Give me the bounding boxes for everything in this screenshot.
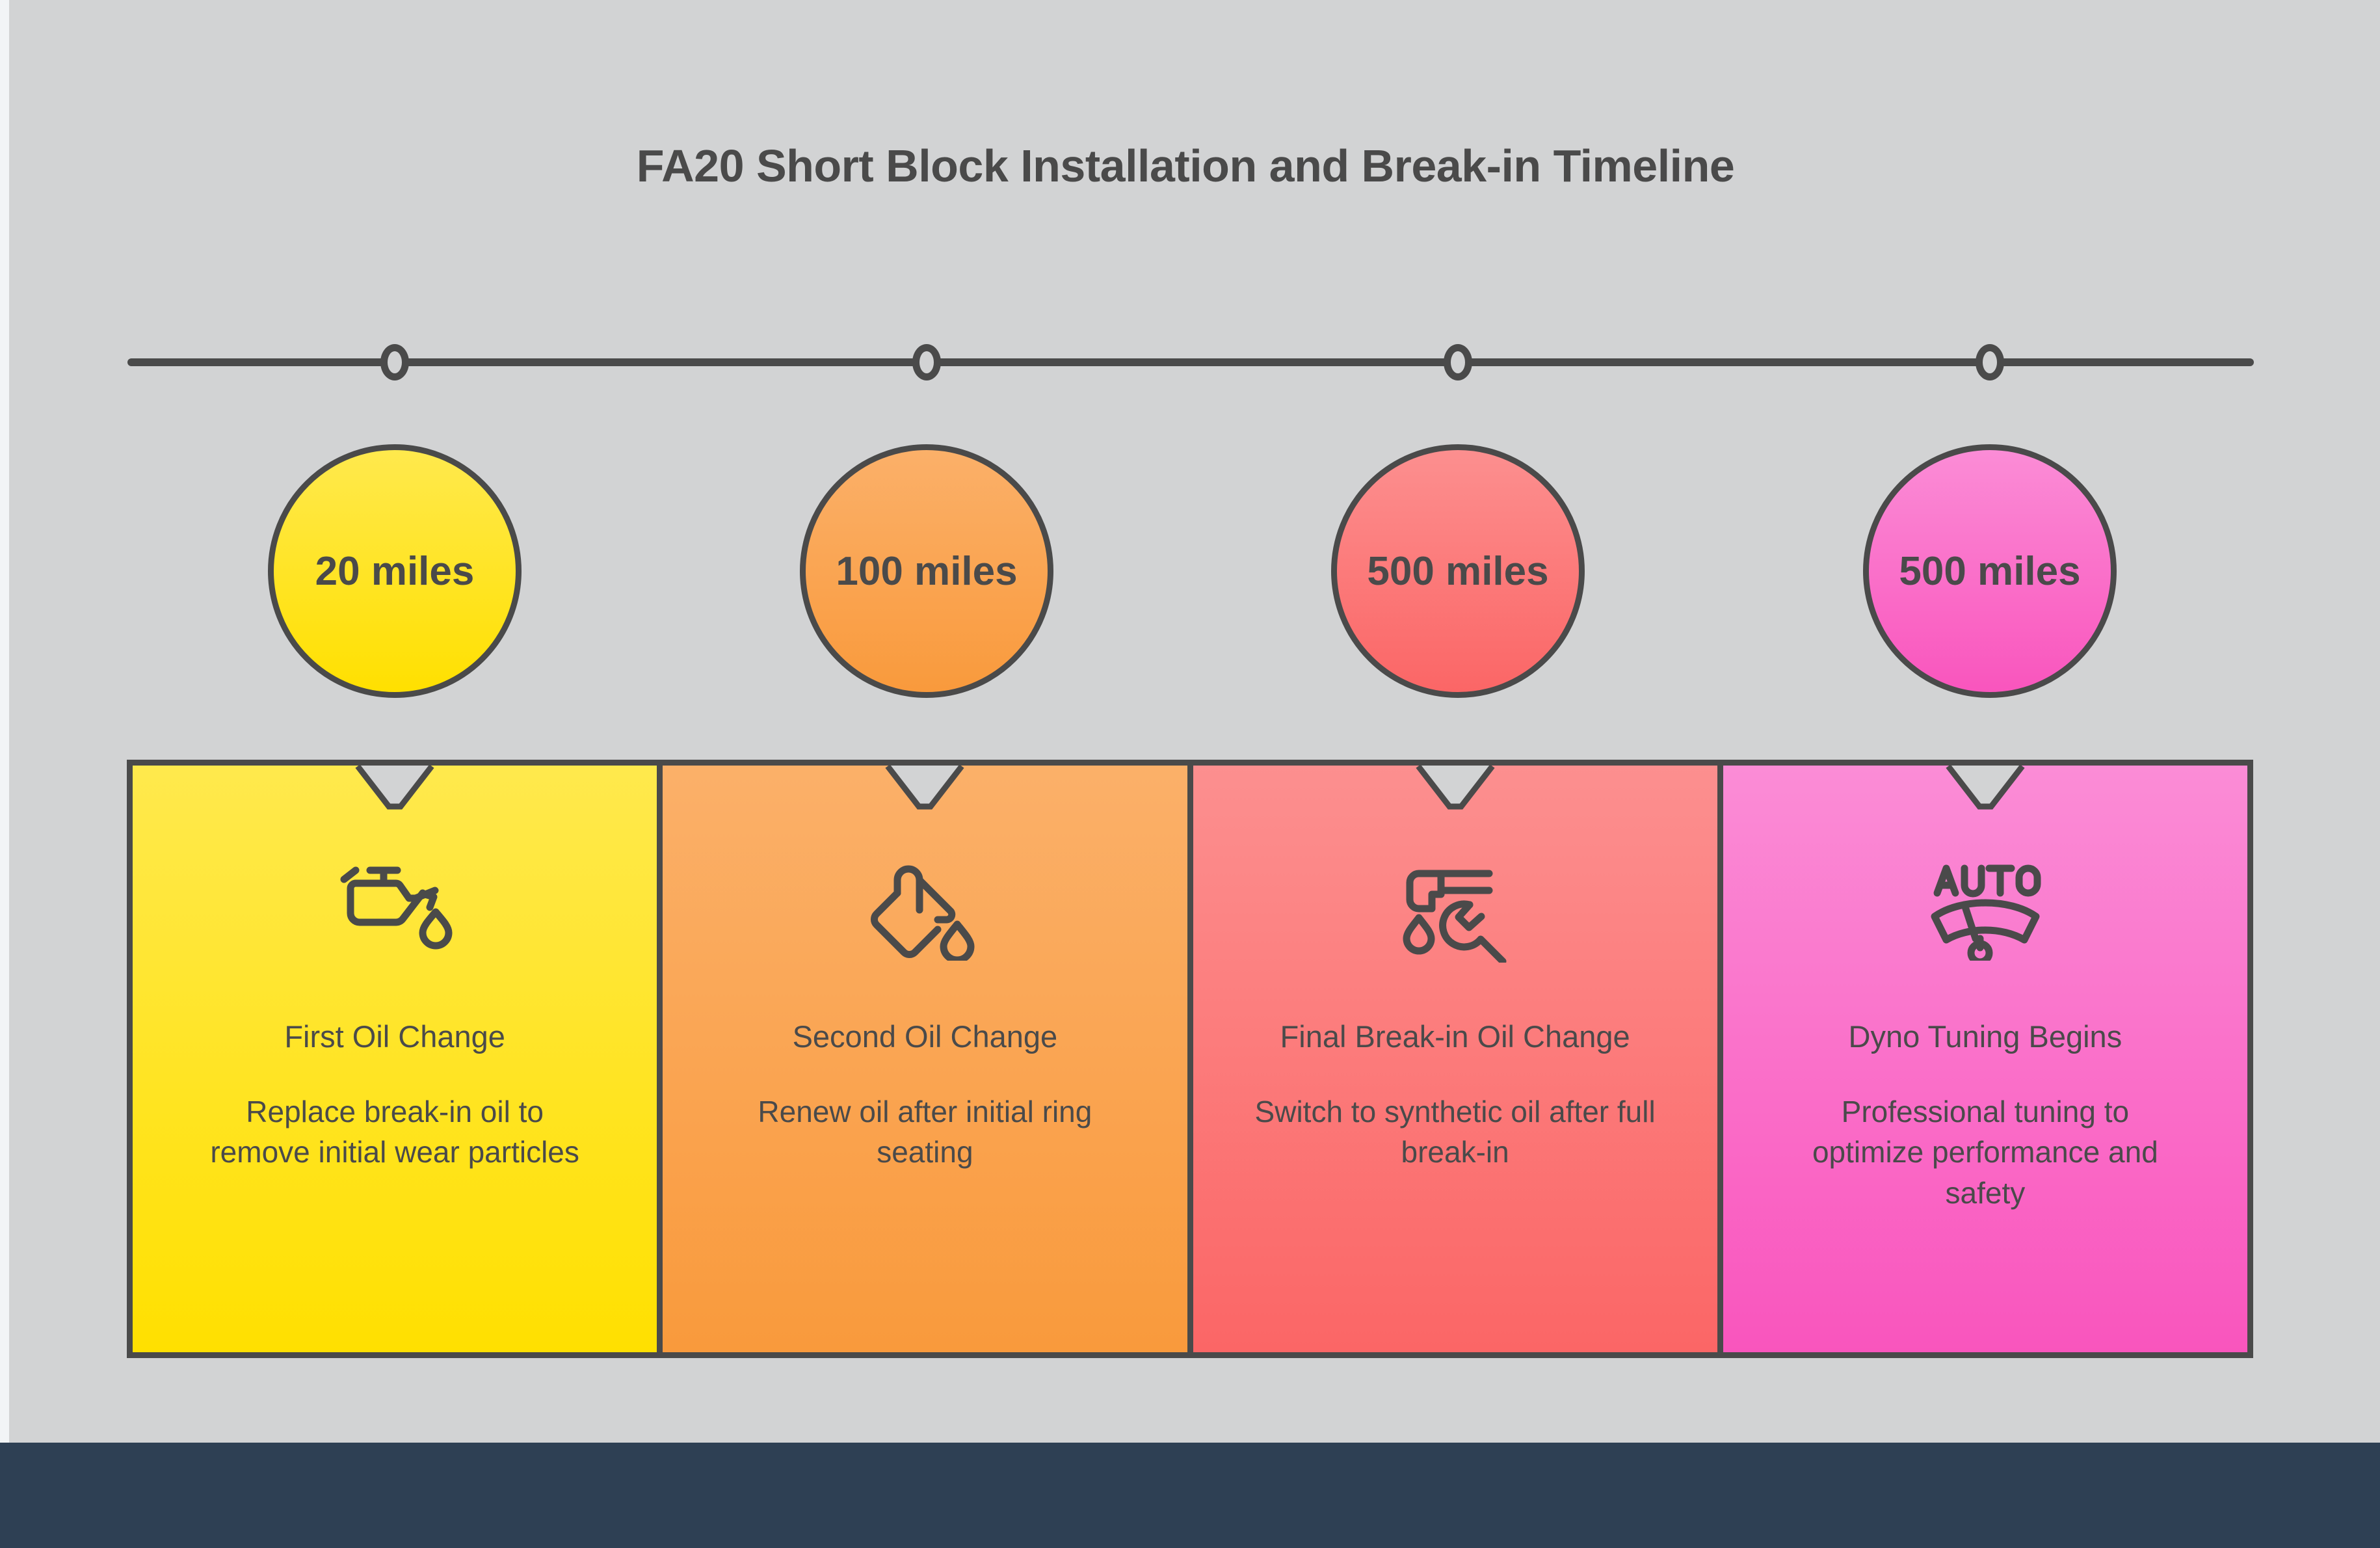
card-title-3: Final Break-in Oil Change xyxy=(1280,1019,1630,1054)
oil-bucket-pour-icon xyxy=(853,850,996,967)
milestone-card-strip: First Oil Change Replace break-in oil to… xyxy=(127,760,2253,1358)
page-title: FA20 Short Block Installation and Break-… xyxy=(636,140,1735,191)
auto-gauge-wiper-icon xyxy=(1914,850,2057,967)
card-notch-4 xyxy=(1946,766,2025,810)
milestone-circle-3[interactable]: 500 miles xyxy=(1331,444,1585,698)
timeline-rail xyxy=(127,358,2254,366)
milestone-badge-4: 500 miles xyxy=(1899,548,2081,594)
card-title-1: First Oil Change xyxy=(284,1019,505,1054)
card-title-4: Dyno Tuning Begins xyxy=(1848,1019,2122,1054)
timeline-node-3[interactable] xyxy=(1444,344,1472,380)
timeline-node-2[interactable] xyxy=(912,344,941,380)
card-title-2: Second Oil Change xyxy=(792,1019,1058,1054)
timeline-node-4[interactable] xyxy=(1976,344,2004,380)
card-notch-3 xyxy=(1416,766,1495,810)
milestone-badge-3: 500 miles xyxy=(1367,548,1549,594)
milestone-card-1[interactable]: First Oil Change Replace break-in oil to… xyxy=(133,766,657,1352)
oil-drain-wrench-icon xyxy=(1384,850,1527,967)
milestone-circle-1[interactable]: 20 miles xyxy=(268,444,522,698)
card-description-3: Switch to synthetic oil after full break… xyxy=(1254,1094,1656,1169)
timeline-node-1[interactable] xyxy=(380,344,409,380)
card-description-1: Replace break-in oil to remove initial w… xyxy=(210,1094,579,1169)
card-description-4: Professional tuning to optimize performa… xyxy=(1812,1094,2158,1210)
milestone-badge-1: 20 miles xyxy=(315,548,475,594)
milestone-card-2[interactable]: Second Oil Change Renew oil after initia… xyxy=(657,766,1187,1352)
milestone-card-4[interactable]: Dyno Tuning Begins Professional tuning t… xyxy=(1717,766,2247,1352)
milestone-card-3[interactable]: Final Break-in Oil Change Switch to synt… xyxy=(1187,766,1717,1352)
footer-bar xyxy=(0,1443,2380,1548)
card-description-2: Renew oil after initial ring seating xyxy=(758,1094,1092,1169)
milestone-badge-2: 100 miles xyxy=(836,548,1018,594)
milestone-circle-2[interactable]: 100 miles xyxy=(800,444,1053,698)
milestone-circle-4[interactable]: 500 miles xyxy=(1863,444,2117,698)
card-notch-1 xyxy=(355,766,434,810)
card-notch-2 xyxy=(885,766,964,810)
oil-can-icon xyxy=(323,850,466,967)
